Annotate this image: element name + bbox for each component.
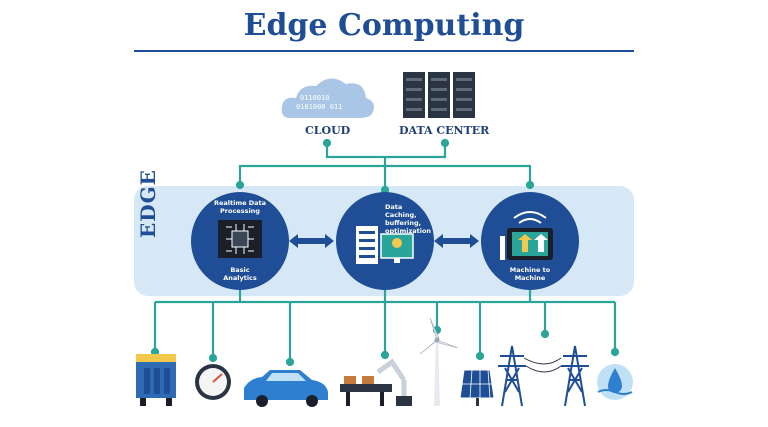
water-drop-icon	[597, 364, 633, 400]
arrow-center-right	[434, 234, 479, 248]
cloud-binary-1: 0110010	[300, 94, 330, 102]
data-center-icon	[403, 72, 475, 118]
solar-panel-icon	[459, 369, 495, 406]
node-1-bottom-text: Basic Analytics	[223, 266, 257, 282]
node-arrows	[289, 234, 479, 248]
node-2-top-text: Data Caching, buffering, optimization	[385, 203, 432, 235]
engine-icon	[136, 354, 176, 406]
page-title: Edge Computing	[243, 8, 525, 43]
server-monitor-icon	[356, 226, 414, 264]
data-center-label: DATA CENTER	[399, 124, 490, 137]
node-1-top-text: Realtime Data Processing	[213, 199, 267, 215]
chip-icon	[218, 220, 262, 258]
gauge-icon	[195, 364, 231, 400]
tablet-wireless-icon	[500, 211, 553, 260]
car-icon	[244, 370, 328, 407]
node-3-bottom-text: Machine to Machine	[509, 266, 551, 282]
cloud-binary-2: 0101000 011	[296, 103, 342, 111]
cloud-icon: 0110010 0101000 011	[281, 78, 374, 118]
edge-label: EDGE	[136, 169, 160, 238]
arrow-left-center	[289, 234, 334, 248]
title-divider	[134, 50, 634, 52]
wind-turbine-icon	[419, 317, 459, 406]
upper-connectors	[235, 138, 535, 195]
cloud-label: CLOUD	[305, 124, 351, 137]
conveyor-robot-icon	[340, 358, 412, 406]
lower-connectors	[150, 290, 620, 367]
power-tower-icon	[498, 345, 589, 407]
